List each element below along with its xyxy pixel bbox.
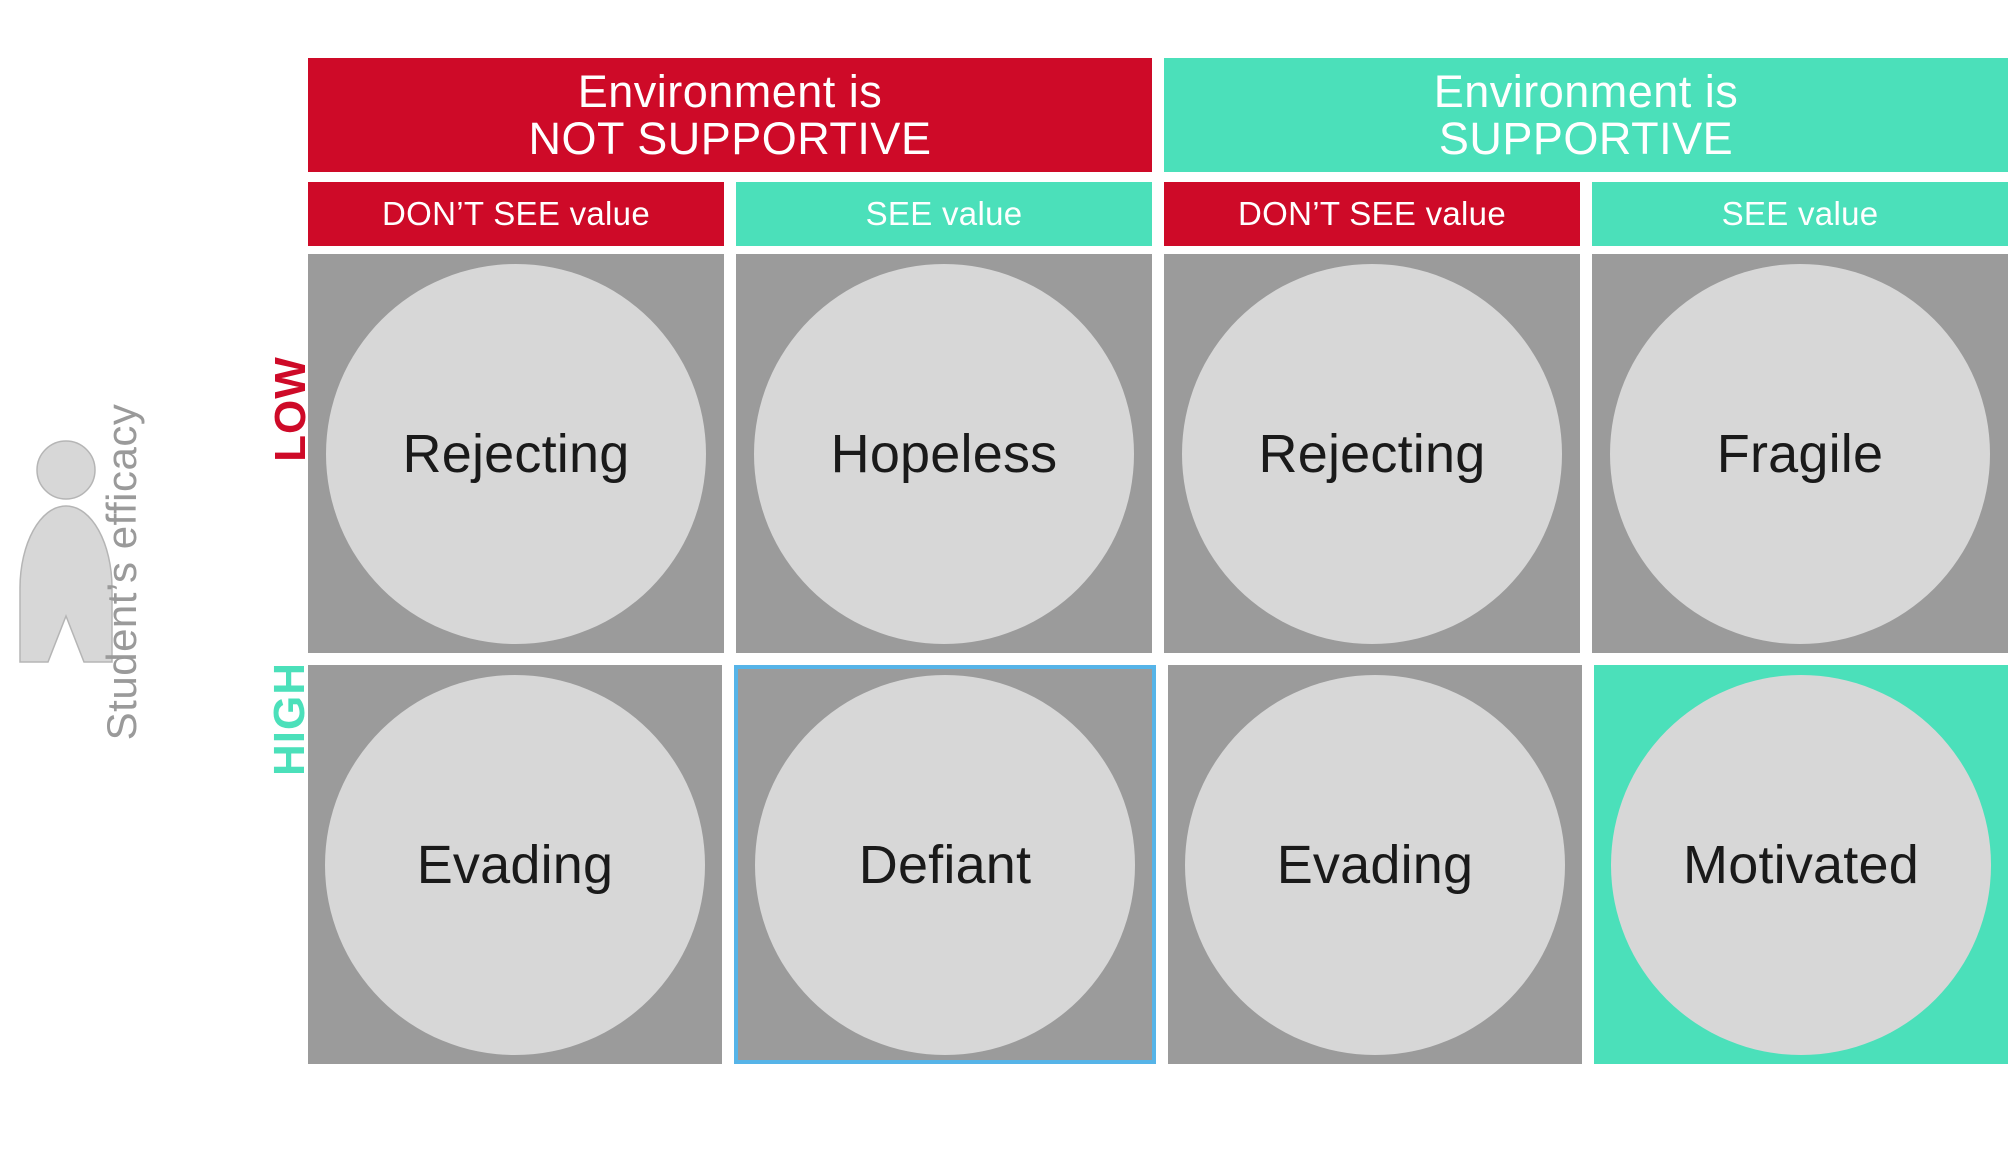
cell-motivated-high-supportive-see[interactable]: Motivated [1594,665,2008,1064]
cell-label: Rejecting [1258,423,1486,484]
cell-label: Hopeless [830,423,1058,484]
band-line-1: Environment is [577,65,883,117]
cell-bubble [1611,674,1991,1055]
environment-band-supportive: Environment is SUPPORTIVE [1164,58,2008,172]
cell-bubble [1185,674,1565,1055]
band-line-2: NOT SUPPORTIVE [528,113,932,164]
subheader-dont-see-value-2: DON’T SEE value [1164,182,1580,246]
subheader-dont-see-value-1: DON’T SEE value [308,182,724,246]
cell-bubble [325,674,705,1055]
cell-bubble [326,263,706,644]
band-line-2: SUPPORTIVE [1438,113,1734,164]
matrix-row-low: Rejecting Hopeless Rejecting Fragile [308,254,2008,653]
axis-title-student-efficacy: Student’s efficacy [98,403,145,741]
student-person-icon [19,440,113,663]
cell-bubble [1182,263,1562,644]
band-line-1: Environment is [1433,65,1739,117]
cell-label: Motivated [1683,834,1919,895]
cell-rejecting-low-supportive-dont-see[interactable]: Rejecting [1164,254,1580,653]
cell-bubble [755,674,1135,1055]
matrix-row-high: Evading Defiant Evading Motivated [308,665,2008,1064]
subheader-see-value-1: SEE value [736,182,1152,246]
cell-fragile-low-supportive-see[interactable]: Fragile [1592,254,2008,653]
subheader-see-value-2: SEE value [1592,182,2008,246]
cell-label: Fragile [1716,423,1884,484]
cell-label: Evading [416,834,614,895]
cell-label: Evading [1276,834,1474,895]
cell-grid: Rejecting Hopeless Rejecting Fragile [308,254,2008,1064]
cell-evading-high-supportive-dont-see[interactable]: Evading [1168,665,1582,1064]
cell-label: Defiant [858,834,1032,895]
environment-header-row: Environment is NOT SUPPORTIVE Environmen… [308,58,2008,172]
cell-bubble [1610,263,1990,644]
value-subheader-row: DON’T SEE value SEE value DON’T SEE valu… [308,182,2008,246]
cell-hopeless-low-not-supportive-see[interactable]: Hopeless [736,254,1152,653]
cell-bubble [754,263,1134,644]
matrix: Environment is NOT SUPPORTIVE Environmen… [308,58,2008,1112]
cell-evading-high-not-supportive-dont-see[interactable]: Evading [308,665,722,1064]
environment-band-not-supportive: Environment is NOT SUPPORTIVE [308,58,1152,172]
cell-label: Rejecting [402,423,630,484]
cell-defiant-high-not-supportive-see[interactable]: Defiant [734,665,1156,1064]
cell-rejecting-low-not-supportive-dont-see[interactable]: Rejecting [308,254,724,653]
